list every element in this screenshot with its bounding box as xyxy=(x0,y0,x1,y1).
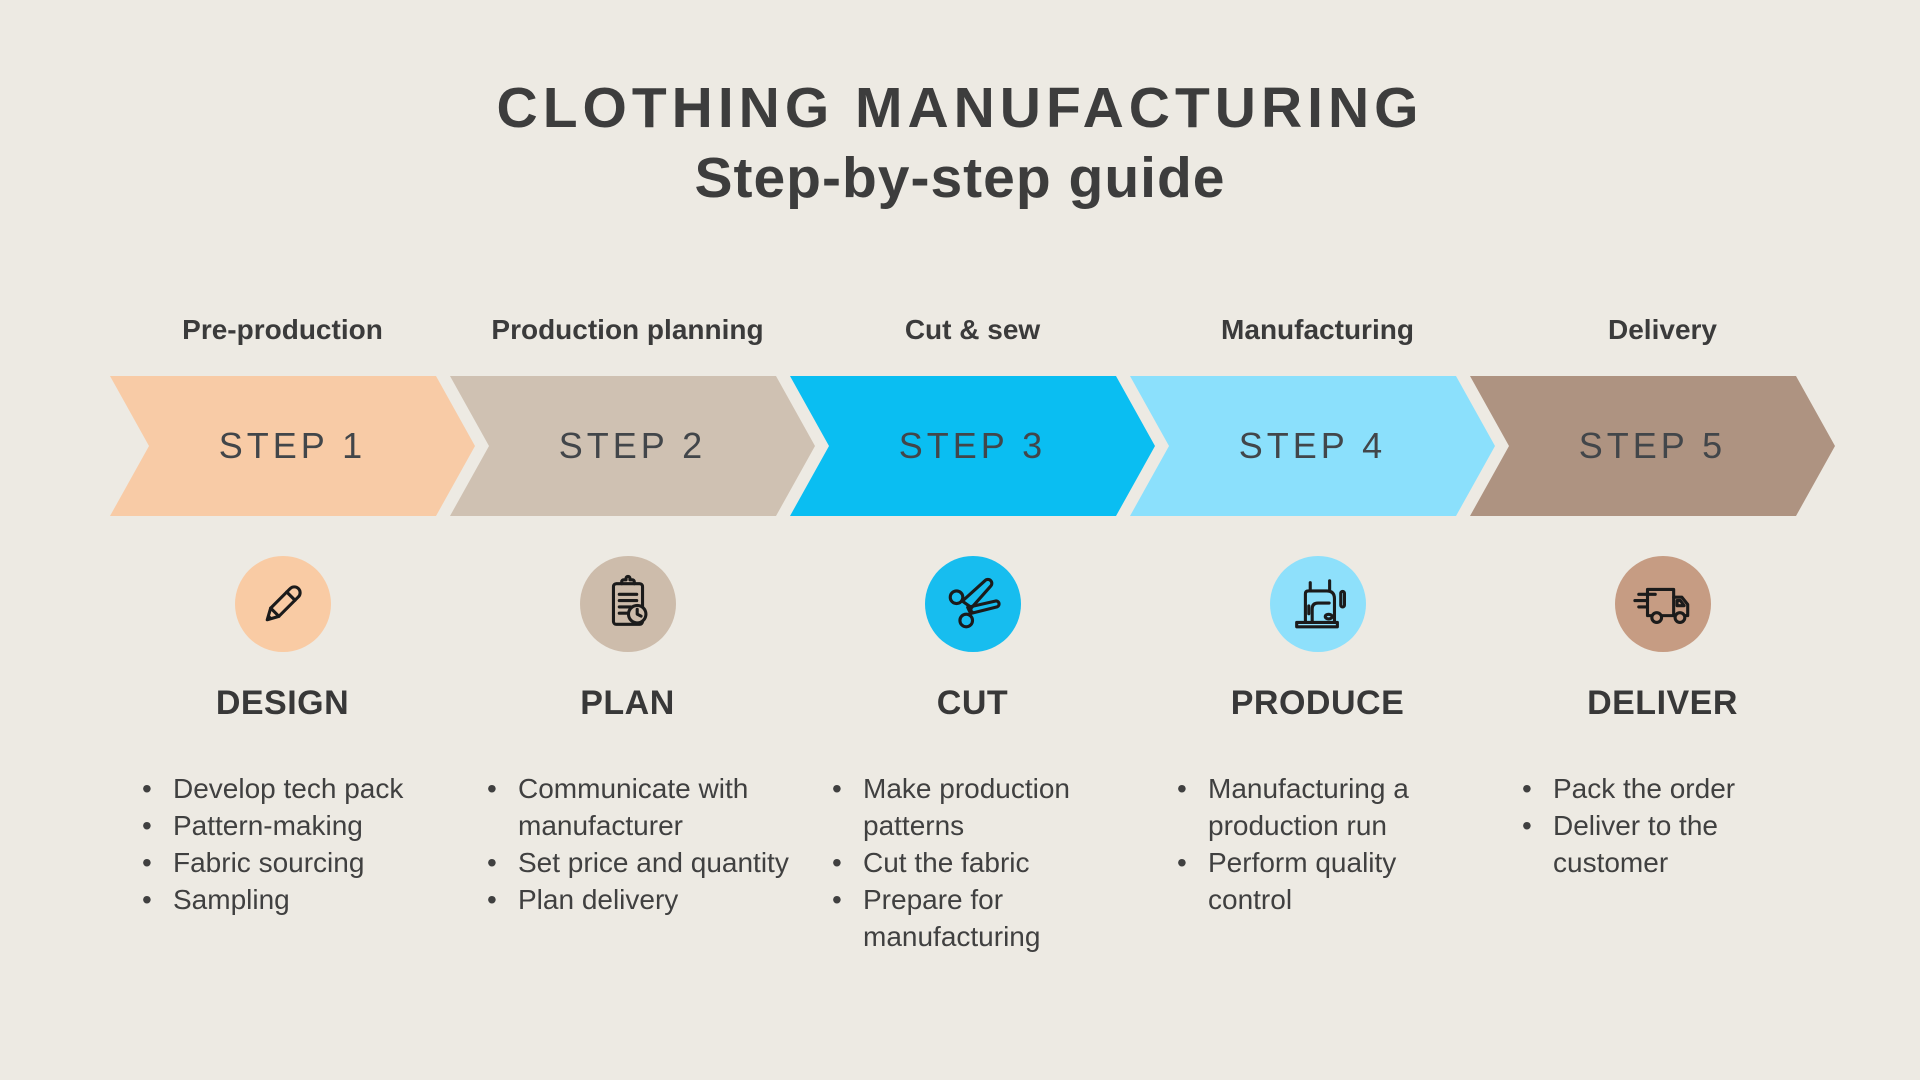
step-2-label: STEP 2 xyxy=(558,425,707,466)
bullet-item: Sampling xyxy=(140,881,445,918)
bullet-item: Prepare for manufacturing xyxy=(830,881,1135,955)
phase-label-delivery: Delivery xyxy=(1608,314,1717,345)
step-3-bullet-list: Make production patterns Cut the fabric … xyxy=(800,770,1145,955)
step-2-arrow: STEP 2 xyxy=(450,376,815,516)
bullet-item: Deliver to the customer xyxy=(1520,807,1825,881)
step-4-column: PRODUCE Manufacturing a production run P… xyxy=(1145,556,1490,955)
title-line-1: CLOTHING MANUFACTURING xyxy=(496,76,1424,140)
step-1-label: STEP 1 xyxy=(218,425,367,466)
delivery-truck-icon xyxy=(1614,556,1711,652)
bullet-item: Pattern-making xyxy=(140,807,445,844)
step-2-column: PLAN Communicate with manufacturer Set p… xyxy=(455,556,800,955)
clipboard-clock-icon xyxy=(579,556,676,652)
step-5-bullet-list: Pack the order Deliver to the customer xyxy=(1490,770,1835,881)
step-3-heading: CUT xyxy=(936,684,1009,722)
phase-label-manufacturing: Manufacturing xyxy=(1221,314,1414,345)
bullet-item: Communicate with manufacturer xyxy=(485,770,790,844)
step-4-heading: PRODUCE xyxy=(1230,684,1405,722)
step-2-heading: PLAN xyxy=(580,684,675,722)
phase-label-pre-production: Pre-production xyxy=(182,314,383,345)
bullet-item: Develop tech pack xyxy=(140,770,445,807)
step-1-column: DESIGN Develop tech pack Pattern-making … xyxy=(110,556,455,955)
sewing-machine-icon xyxy=(1269,556,1366,652)
step-5-label: STEP 5 xyxy=(1578,425,1727,466)
step-1-bullet-list: Develop tech pack Pattern-making Fabric … xyxy=(110,770,455,918)
step-1-arrow: STEP 1 xyxy=(110,376,475,516)
bullet-item: Perform quality control xyxy=(1175,844,1480,918)
bullet-item: Cut the fabric xyxy=(830,844,1135,881)
bullet-item: Manufacturing a production run xyxy=(1175,770,1480,844)
step-4-arrow: STEP 4 xyxy=(1130,376,1495,516)
step-arrow-band: STEP 1 STEP 2 STEP 3 STEP 4 STEP 5 xyxy=(0,376,1920,516)
phase-label-cut-and-sew: Cut & sew xyxy=(904,314,1041,345)
phase-label-row: Pre-production Production planning Cut &… xyxy=(110,314,1835,346)
step-3-column: CUT Make production patterns Cut the fab… xyxy=(800,556,1145,955)
step-detail-columns: DESIGN Develop tech pack Pattern-making … xyxy=(110,556,1835,955)
step-1-heading: DESIGN xyxy=(215,684,350,722)
step-5-arrow: STEP 5 xyxy=(1470,376,1835,516)
step-5-heading: DELIVER xyxy=(1587,684,1738,722)
bullet-item: Pack the order xyxy=(1520,770,1825,807)
step-4-label: STEP 4 xyxy=(1238,425,1387,466)
bullet-item: Fabric sourcing xyxy=(140,844,445,881)
step-3-label: STEP 3 xyxy=(898,425,1047,466)
page-title: CLOTHING MANUFACTURING Step-by-step guid… xyxy=(0,74,1920,214)
bullet-item: Plan delivery xyxy=(485,881,790,918)
bullet-item: Set price and quantity xyxy=(485,844,790,881)
step-5-column: DELIVER Pack the order Deliver to the cu… xyxy=(1490,556,1835,955)
step-2-bullet-list: Communicate with manufacturer Set price … xyxy=(455,770,800,918)
scissors-icon xyxy=(924,556,1021,652)
bullet-item: Make production patterns xyxy=(830,770,1135,844)
title-line-2: Step-by-step guide xyxy=(694,146,1226,210)
phase-label-production-planning: Production planning xyxy=(491,314,764,345)
pencil-icon xyxy=(234,556,331,652)
step-3-arrow: STEP 3 xyxy=(790,376,1155,516)
step-4-bullet-list: Manufacturing a production run Perform q… xyxy=(1145,770,1490,918)
